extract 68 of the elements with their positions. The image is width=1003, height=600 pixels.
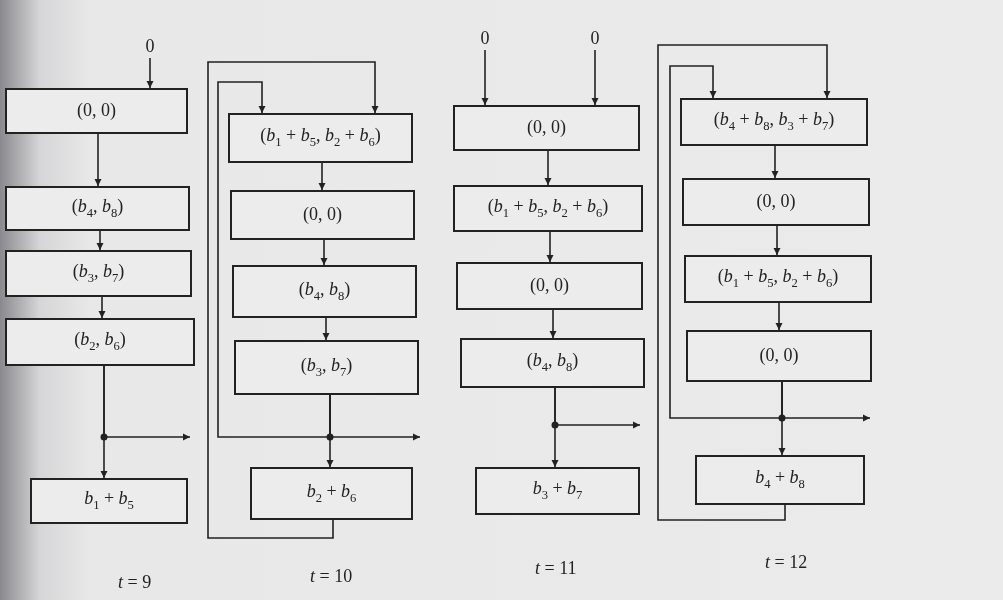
register-value: (b$_{1}$ + b$_{5}$, b$_{2}$ + b$_{6}$): [487, 196, 609, 221]
register-box: [5, 318, 195, 366]
register-box: [232, 265, 417, 318]
time-step-label: t = 9: [118, 572, 152, 593]
register-value: b$_{2}$ + b$_{6}$: [306, 481, 357, 506]
arrow: [546, 231, 554, 263]
arrow: [318, 162, 326, 191]
register-box: [460, 338, 645, 388]
arrow: [329, 394, 421, 441]
arrow: [544, 150, 552, 186]
input-value: 0: [590, 29, 600, 49]
register-box: [453, 185, 643, 232]
arrow: [657, 44, 831, 521]
time-step-label: t = 11: [535, 558, 577, 579]
register-box: [5, 88, 188, 134]
register-value: b$_{4}$ + b$_{8}$: [755, 468, 805, 492]
register-box: [695, 455, 865, 505]
register-box: [250, 467, 413, 520]
register-box: [684, 255, 872, 303]
register-value: (0, 0): [527, 118, 566, 138]
time-step-label: t = 10: [310, 566, 353, 587]
register-value: (b$_{3}$, b$_{7}$): [72, 261, 125, 286]
register-box: [475, 467, 640, 515]
register-value: (0, 0): [530, 276, 569, 296]
register-value: (0, 0): [756, 192, 796, 212]
arrow: [98, 296, 106, 319]
register-box: [230, 190, 415, 240]
register-box: [453, 105, 640, 151]
arrow: [549, 309, 557, 339]
register-value: (0, 0): [77, 101, 116, 121]
register-box: [682, 178, 870, 226]
arrow: [554, 387, 641, 429]
register-value: (b$_{4}$, b$_{8}$): [298, 279, 351, 304]
register-value: (b$_{4}$, b$_{8}$): [526, 351, 579, 375]
arrow: [96, 230, 104, 251]
register-value: (b$_{2}$, b$_{6}$): [74, 330, 126, 354]
register-value: (0, 0): [759, 346, 799, 366]
arrow: [773, 225, 781, 256]
register-box: [456, 262, 643, 310]
register-box: [228, 113, 413, 163]
arrow: [207, 61, 379, 539]
register-value: (b$_{3}$, b$_{7}$): [300, 355, 353, 380]
register-value: (b$_{4}$, b$_{8}$): [71, 196, 124, 221]
arrow: [771, 145, 779, 179]
register-box: [5, 186, 190, 231]
register-box: [680, 98, 868, 146]
register-value: (b$_{4}$ + b$_{8}$, b$_{3}$ + b$_{7}$): [713, 110, 835, 134]
input-value: 0: [480, 29, 490, 49]
arrow: [103, 365, 191, 441]
register-box: [30, 478, 188, 524]
arrow: [781, 381, 871, 422]
arrow: [146, 57, 154, 89]
register-value: (b$_{1}$ + b$_{5}$, b$_{2}$ + b$_{6}$): [717, 267, 839, 291]
arrow: [94, 133, 102, 187]
register-box: [5, 250, 192, 297]
arrow: [775, 302, 783, 331]
register-value: (0, 0): [303, 205, 342, 225]
arrow: [481, 49, 489, 106]
register-value: b$_{3}$ + b$_{7}$: [532, 479, 583, 503]
register-box: [686, 330, 872, 382]
time-step-label: t = 12: [765, 552, 808, 573]
arrow: [322, 317, 330, 341]
register-value: (b$_{1}$ + b$_{5}$, b$_{2}$ + b$_{6}$): [260, 126, 381, 150]
arrow: [320, 239, 328, 266]
arrow: [591, 49, 599, 106]
register-value: b$_{1}$ + b$_{5}$: [84, 489, 134, 513]
input-value: 0: [145, 37, 155, 57]
register-box: [234, 340, 419, 395]
